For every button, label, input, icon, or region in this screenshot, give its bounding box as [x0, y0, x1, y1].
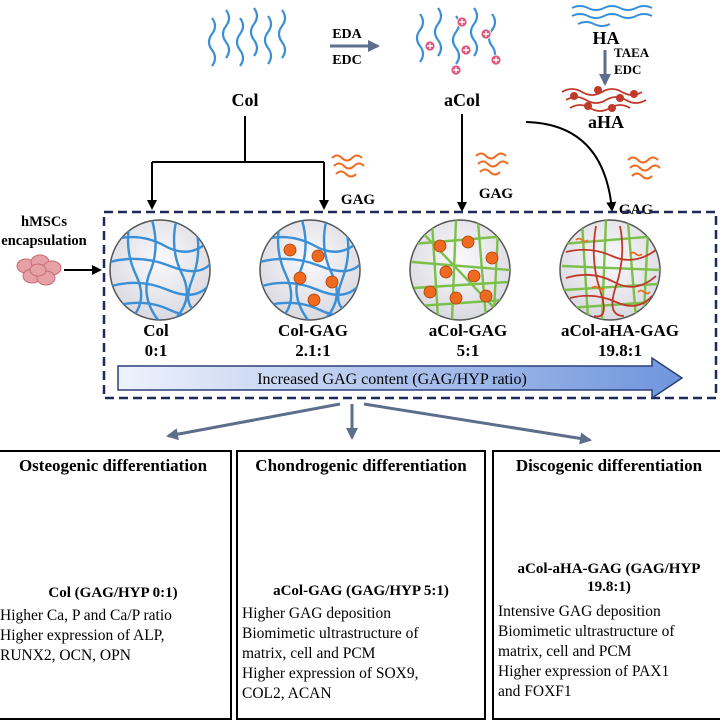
branch-arrows	[166, 402, 592, 445]
gradient-arrow-label: Increased GAG content (GAG/HYP ratio)	[257, 371, 527, 388]
ha-label: HA	[593, 28, 620, 48]
gag-label-2: GAG	[479, 186, 514, 202]
encapsulation-label: encapsulation	[1, 233, 86, 249]
col-label: Col	[232, 90, 259, 110]
aha-fibers-icon	[561, 86, 647, 112]
scaffold-ratio-acol-aha-gag: 19.8:1	[598, 341, 642, 360]
aha-label: aHA	[588, 112, 624, 132]
chondrogenic-line: Higher GAG deposition	[242, 605, 391, 622]
chondrogenic-box: Chondrogenic differentiation aCol-GAG (G…	[236, 450, 486, 720]
chondrogenic-line: matrix, cell and PCM	[242, 645, 376, 662]
osteogenic-box: Osteogenic differentiation Col (GAG/HYP …	[0, 450, 232, 720]
scaffold-acol-gag-icon	[409, 219, 511, 321]
scaffold-acol-aha-gag-icon	[559, 219, 661, 321]
gag-icon-3	[627, 156, 661, 180]
osteogenic-subtitle: Col (GAG/HYP 0:1)	[48, 585, 178, 601]
osteogenic-line: RUNX2, OCN, OPN	[0, 647, 131, 664]
gag-label-3: GAG	[619, 202, 654, 218]
acol-label: aCol	[444, 90, 480, 110]
discogenic-subtitle: aCol-aHA-GAG (GAG/HYP	[517, 561, 701, 577]
discogenic-subtitle-cont: 19.8:1)	[587, 579, 631, 595]
gag-label-1: GAG	[341, 192, 376, 208]
eda-label: EDA	[332, 27, 362, 42]
cell-cluster-icon	[16, 254, 62, 286]
discogenic-title: Discogenic differentiation	[515, 456, 703, 475]
scaffold-ratio-acol-gag: 5:1	[457, 341, 480, 360]
discogenic-lines: Intensive GAG deposition Biomimetic ultr…	[498, 602, 720, 702]
osteogenic-lines: Higher Ca, P and Ca/P ratio Higher expre…	[0, 606, 226, 666]
scaffold-ratio-col-gag: 2.1:1	[295, 341, 330, 360]
ha-fibers-icon	[571, 5, 653, 27]
discogenic-line: and FOXF1	[498, 683, 572, 700]
chondrogenic-subtitle: aCol-GAG (GAG/HYP 5:1)	[273, 583, 449, 599]
chondrogenic-line: COL2, ACAN	[242, 685, 332, 702]
osteogenic-title: Osteogenic differentiation	[18, 456, 208, 475]
discogenic-box: Discogenic differentiation aCol-aHA-GAG …	[492, 450, 720, 720]
osteogenic-line: Higher Ca, P and Ca/P ratio	[0, 607, 172, 624]
osteogenic-line: Higher expression of ALP,	[0, 627, 165, 644]
discogenic-line: matrix, cell and PCM	[498, 643, 632, 660]
scaffold-name-col-gag: Col-GAG	[278, 321, 348, 340]
scaffold-name-col: Col	[143, 321, 169, 340]
gradient-arrow	[117, 356, 684, 400]
scaffold-col-gag-icon	[259, 219, 361, 321]
discogenic-line: Intensive GAG deposition	[498, 603, 661, 620]
col-fibers-icon	[207, 7, 287, 67]
scaffold-name-acol-aha-gag: aCol-aHA-GAG	[561, 321, 679, 340]
connector-arrows	[147, 114, 617, 212]
gag-icon-1	[331, 154, 365, 178]
hmscs-label: hMSCs	[21, 214, 67, 230]
scaffold-ratio-col: 0:1	[145, 341, 168, 360]
chondrogenic-title: Chondrogenic differentiation	[255, 456, 467, 475]
discogenic-line: Biomimetic ultrastructure of	[498, 623, 675, 640]
scaffold-col-icon	[109, 219, 211, 321]
scaffold-name-acol-gag: aCol-GAG	[429, 321, 507, 340]
chondrogenic-lines: Higher GAG deposition Biomimetic ultrast…	[242, 604, 480, 704]
discogenic-line: Higher expression of PAX1	[498, 663, 670, 680]
acol-fibers-icon	[415, 7, 502, 76]
chondrogenic-line: Higher expression of SOX9,	[242, 665, 419, 682]
taea-label: TAEA	[614, 45, 650, 60]
edc-label-1: EDC	[332, 53, 362, 68]
gag-icon-2	[475, 152, 509, 176]
scaffold-frame	[102, 210, 718, 400]
edc-label-2: EDC	[614, 62, 641, 77]
chondrogenic-line: Biomimetic ultrastructure of	[242, 625, 419, 642]
